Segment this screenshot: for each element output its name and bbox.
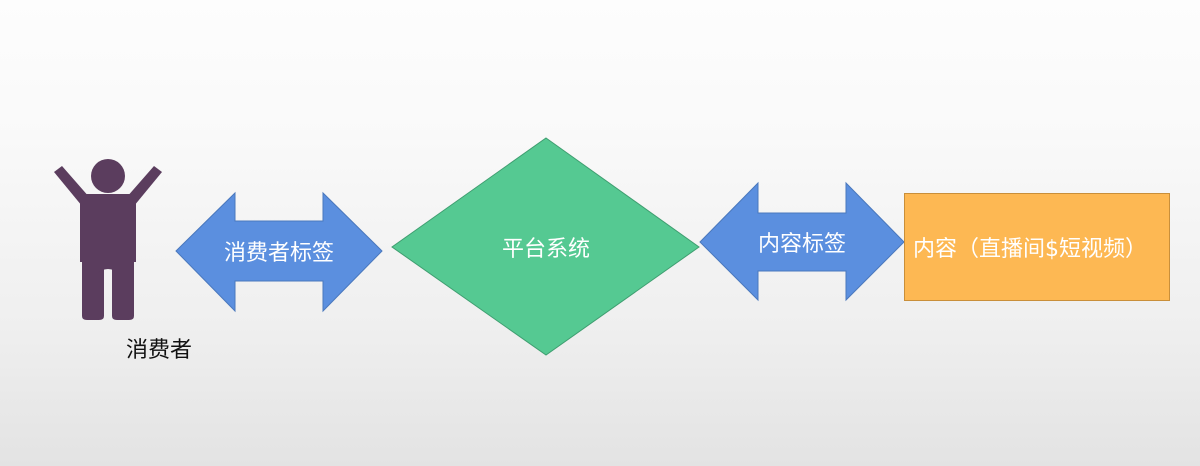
content-label: 内容（直播间$短视频） <box>913 237 1147 262</box>
consumer-tag-arrow <box>175 191 383 313</box>
person-icon <box>54 159 162 320</box>
content-box <box>904 193 1170 301</box>
content-tag-label: 内容标签 <box>757 232 847 257</box>
consumer-label: 消费者 <box>125 338 193 363</box>
platform-diamond <box>391 137 700 356</box>
platform-label: 平台系统 <box>501 237 591 262</box>
consumer-tag-label: 消费者标签 <box>223 241 335 266</box>
